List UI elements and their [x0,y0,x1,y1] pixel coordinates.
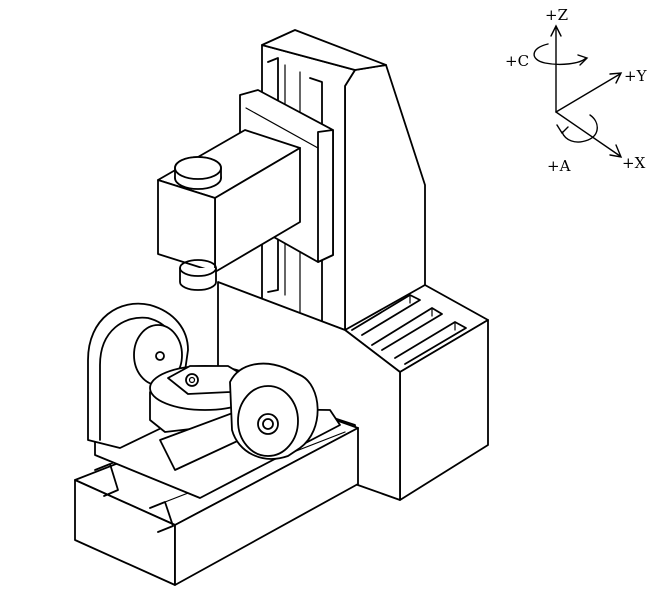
a-rotation-arrow [561,114,598,143]
slide-guide-right [149,501,174,533]
y-axis-line [555,73,621,113]
column-top [261,29,387,71]
x-axis-label: +X [622,154,646,172]
saddle-plate-side [317,129,334,263]
slide-guide-left [94,463,119,497]
slide-base-right [174,427,359,586]
a-axis-label: +A [547,157,571,175]
trunnion-left-bolt [155,351,165,361]
c-axis-label: +C [505,52,529,70]
x-axis-line [555,111,621,157]
base-t-slot-1 [351,294,421,336]
x-axis-arrow [609,144,623,158]
spindle-head [157,129,301,291]
workpiece-bore [185,373,199,387]
y-axis-arrow [609,72,623,84]
z-axis-label: +Z [545,6,568,24]
c-rotation-arrow [533,43,587,66]
spindle-nose [179,267,217,291]
trunnion-table [87,302,341,499]
axis-triad: +Z +C +Y +A +X [505,6,648,175]
base-t-slot-2 [371,307,443,351]
y-axis-label: +Y [624,67,648,85]
base-t-slot-3 [394,321,467,365]
z-axis-arrow [550,24,562,37]
